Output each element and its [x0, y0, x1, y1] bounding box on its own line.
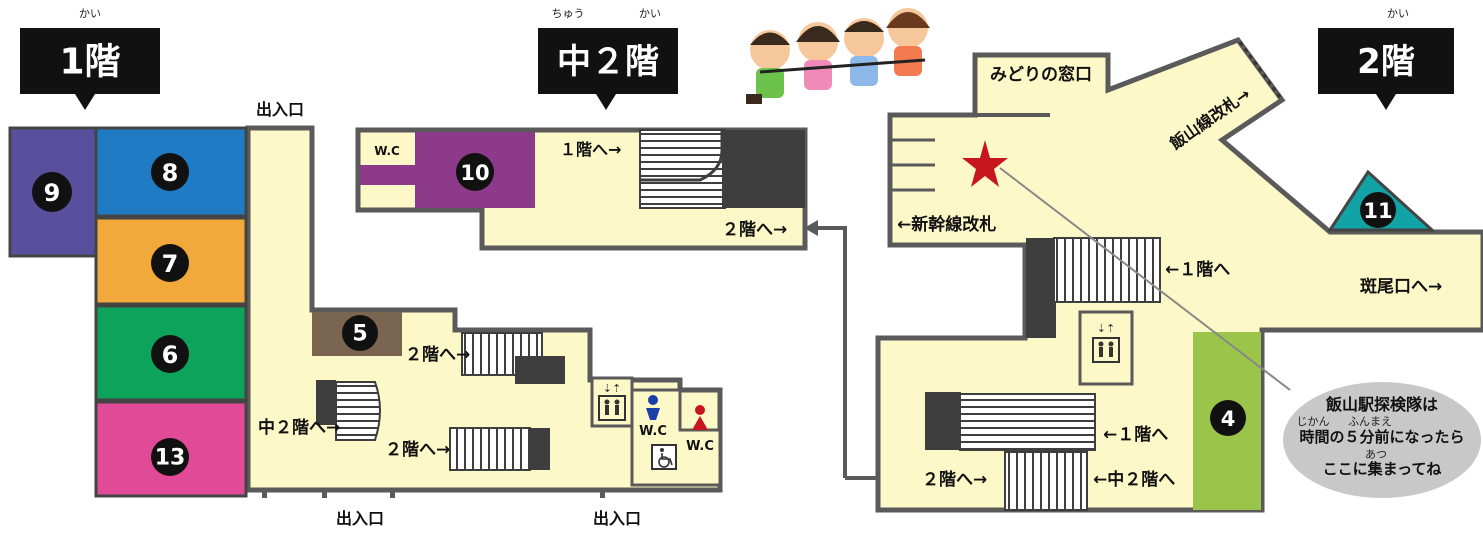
- badge-9: 9: [32, 172, 72, 212]
- callout-leader: [999, 167, 1291, 391]
- escalator-lower: [449, 427, 531, 471]
- label-midori[interactable]: みどりの窓口: [990, 64, 1092, 85]
- f1-title-pointer: [75, 94, 95, 110]
- badge-7: 7: [151, 244, 189, 282]
- fm2-title: 中２階: [557, 42, 659, 82]
- meeting-point-star-icon[interactable]: [962, 140, 1008, 187]
- shinkansen-gates: [888, 138, 935, 192]
- shop-10-passage: [360, 165, 416, 185]
- stairs-upper-landing: [515, 356, 565, 384]
- wc-women[interactable]: W.C: [686, 439, 714, 454]
- svg-text:8: 8: [162, 159, 179, 187]
- callout-line3: ここに集まってね: [1323, 460, 1442, 478]
- svg-text:6: 6: [162, 341, 179, 369]
- mezz-2f-connector: [812, 226, 847, 478]
- f2-title-pointer: [1376, 94, 1396, 110]
- callout-ruby-atsu: あつ: [1365, 448, 1387, 461]
- kids-illustration: [746, 8, 930, 104]
- svg-text:13: 13: [155, 446, 186, 471]
- badge-5: 5: [342, 315, 378, 351]
- escalator-lower-end: [528, 428, 550, 470]
- f2-stairs-top: [1053, 237, 1161, 303]
- label-mezz-to-2f: ２階へ→: [722, 220, 787, 240]
- label-to-1f-lower: ←１階へ: [1103, 425, 1168, 445]
- fm2-title-ruby-a: ちゅう: [552, 7, 585, 20]
- svg-text:5: 5: [352, 322, 367, 347]
- badge-11: 11: [1360, 192, 1396, 228]
- elevator-arrows-icon: ⇣⇡: [603, 382, 621, 395]
- f2-stairs-top-landing: [1026, 238, 1056, 338]
- f1-title-box: [20, 28, 160, 94]
- f2-stairs-bottom: [1004, 451, 1088, 511]
- elevator-2f-arrows-icon: ⇣⇡: [1097, 322, 1115, 335]
- fm2-title-box: [538, 28, 678, 94]
- callout-line1: 飯山駅探検隊は: [1325, 395, 1438, 414]
- badge-6: 6: [151, 335, 189, 373]
- exit-top[interactable]: 出入口: [256, 100, 304, 119]
- label-to-mezz: 中２階へ→: [258, 417, 340, 438]
- elevator-2f[interactable]: [1078, 310, 1134, 386]
- callout-bubble: [1283, 382, 1481, 498]
- callout-ruby-funmae: ふんまえ: [1348, 415, 1392, 428]
- badge-13: 13: [151, 438, 189, 476]
- label-shinkansen-gate[interactable]: ←新幹線改札: [897, 214, 996, 235]
- f2-title-box: [1318, 28, 1454, 94]
- wc-mezz[interactable]: W.C: [374, 144, 400, 158]
- f1-title: 1階: [59, 42, 120, 83]
- exit-bottom-left[interactable]: 出入口: [336, 509, 384, 528]
- svg-text:10: 10: [460, 161, 489, 185]
- label-to-1f-upper: ←１階へ: [1165, 260, 1230, 280]
- fm2-title-ruby-b: かい: [639, 7, 661, 20]
- exit-markers: [262, 488, 605, 498]
- label-to-2f: ２階へ→: [922, 470, 987, 490]
- floor-2f: かい 2階 みどりの窓口 飯山線改札→ ←新幹線改札 11 ←１階へ ⇣⇡ 4: [875, 7, 1483, 513]
- svg-text:11: 11: [1363, 199, 1392, 223]
- label-mezz-to-1f: １階へ→: [560, 140, 621, 159]
- svg-text:7: 7: [162, 250, 179, 278]
- label-madara[interactable]: 斑尾口へ→: [1360, 277, 1442, 297]
- iiyama-gate-line: [1238, 41, 1284, 101]
- label-to-2f-lower: ２階へ→: [385, 440, 450, 460]
- svg-text:4: 4: [1221, 407, 1236, 431]
- label-to-2f-upper: ２階へ→: [405, 345, 470, 365]
- f2-escalator: [959, 393, 1096, 451]
- stairs-mezz-landing: [316, 380, 336, 425]
- women-icon: [692, 405, 708, 430]
- wc-men[interactable]: W.C: [639, 424, 667, 439]
- callout-line2: 時間の５分前になったら: [1299, 428, 1464, 446]
- floor-1f: かい 1階 9 8 7 6 13 5 ２階へ→ 中２階へ→ ２階へ→: [8, 7, 723, 528]
- svg-text:9: 9: [44, 179, 61, 207]
- wheelchair-icon: [651, 444, 677, 470]
- mezz-stairs-turn: [640, 130, 724, 182]
- connector-arrowhead: [804, 220, 818, 236]
- f2-concourse: [875, 36, 1483, 513]
- callout-ruby-jikan: じかん: [1297, 415, 1330, 428]
- exit-bottom-right[interactable]: 出入口: [593, 509, 641, 528]
- f2-title: 2階: [1357, 42, 1415, 82]
- elevator-2f-people-icon: [1092, 337, 1120, 363]
- stairs-mezz: [335, 381, 381, 441]
- floor-mezzanine: ちゅう かい 中２階 10 W.C １階へ→ ２階へ→: [355, 7, 880, 480]
- f1-title-ruby: かい: [79, 7, 101, 20]
- mezz-landing: [722, 130, 805, 208]
- label-to-mezz: ←中２階へ: [1093, 469, 1175, 490]
- fm2-title-pointer: [596, 94, 616, 110]
- badge-10: 10: [456, 153, 494, 191]
- f2-escalator-landing: [925, 392, 961, 450]
- f2-title-ruby: かい: [1387, 7, 1409, 20]
- elevator-people-icon: [598, 395, 626, 421]
- badge-4: 4: [1210, 400, 1246, 436]
- men-icon: [646, 395, 660, 420]
- meeting-callout: 飯山駅探検隊は じかん ふんまえ 時間の５分前になったら あつ ここに集まってね: [999, 167, 1481, 498]
- badge-8: 8: [151, 153, 189, 191]
- mezz-stairs: [639, 129, 726, 209]
